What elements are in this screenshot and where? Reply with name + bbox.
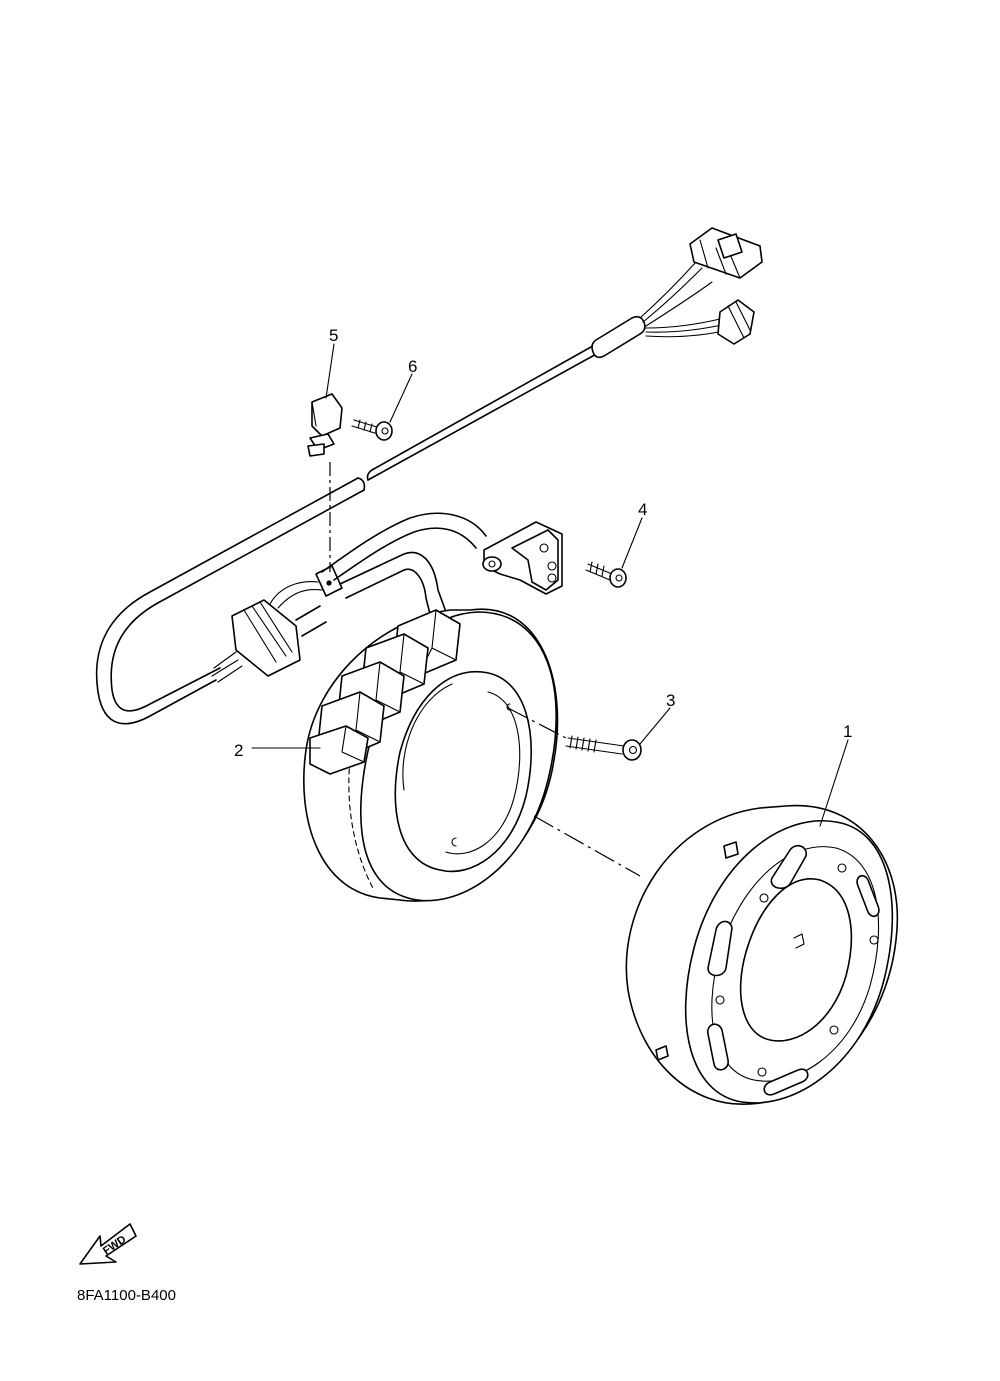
- leader-5: [325, 343, 335, 399]
- part-label-2: 2: [234, 741, 243, 760]
- connector-upper: [689, 227, 763, 279]
- main-axis-line: [533, 815, 641, 877]
- bolt-3: [565, 735, 642, 761]
- part-label-3: 3: [666, 691, 675, 710]
- part-label-5: 5: [329, 326, 338, 345]
- fwd-arrow: FWD: [79, 1223, 137, 1265]
- part-callouts: 1 2 3 4 5 6: [234, 326, 852, 827]
- part-label-1: 1: [843, 722, 852, 741]
- bolt-6: [351, 419, 393, 441]
- bolt-4: [585, 561, 627, 588]
- part-label-4: 4: [638, 500, 647, 519]
- diagram-code: 8FA1100-B400: [77, 1287, 176, 1304]
- rotor-flywheel: [625, 804, 899, 1105]
- bolt-3-axis: [507, 707, 567, 739]
- leader-3: [639, 707, 671, 745]
- part-label-6: 6: [408, 357, 417, 376]
- leader-4: [621, 517, 643, 569]
- clamp-5: [307, 393, 343, 457]
- connector-lower: [717, 299, 755, 345]
- leader-6: [389, 373, 413, 423]
- pickup-coil: [482, 521, 563, 595]
- leader-1: [819, 739, 849, 827]
- wire-grommet: [211, 599, 301, 683]
- stator: [303, 608, 559, 902]
- wire-harness: [95, 227, 763, 725]
